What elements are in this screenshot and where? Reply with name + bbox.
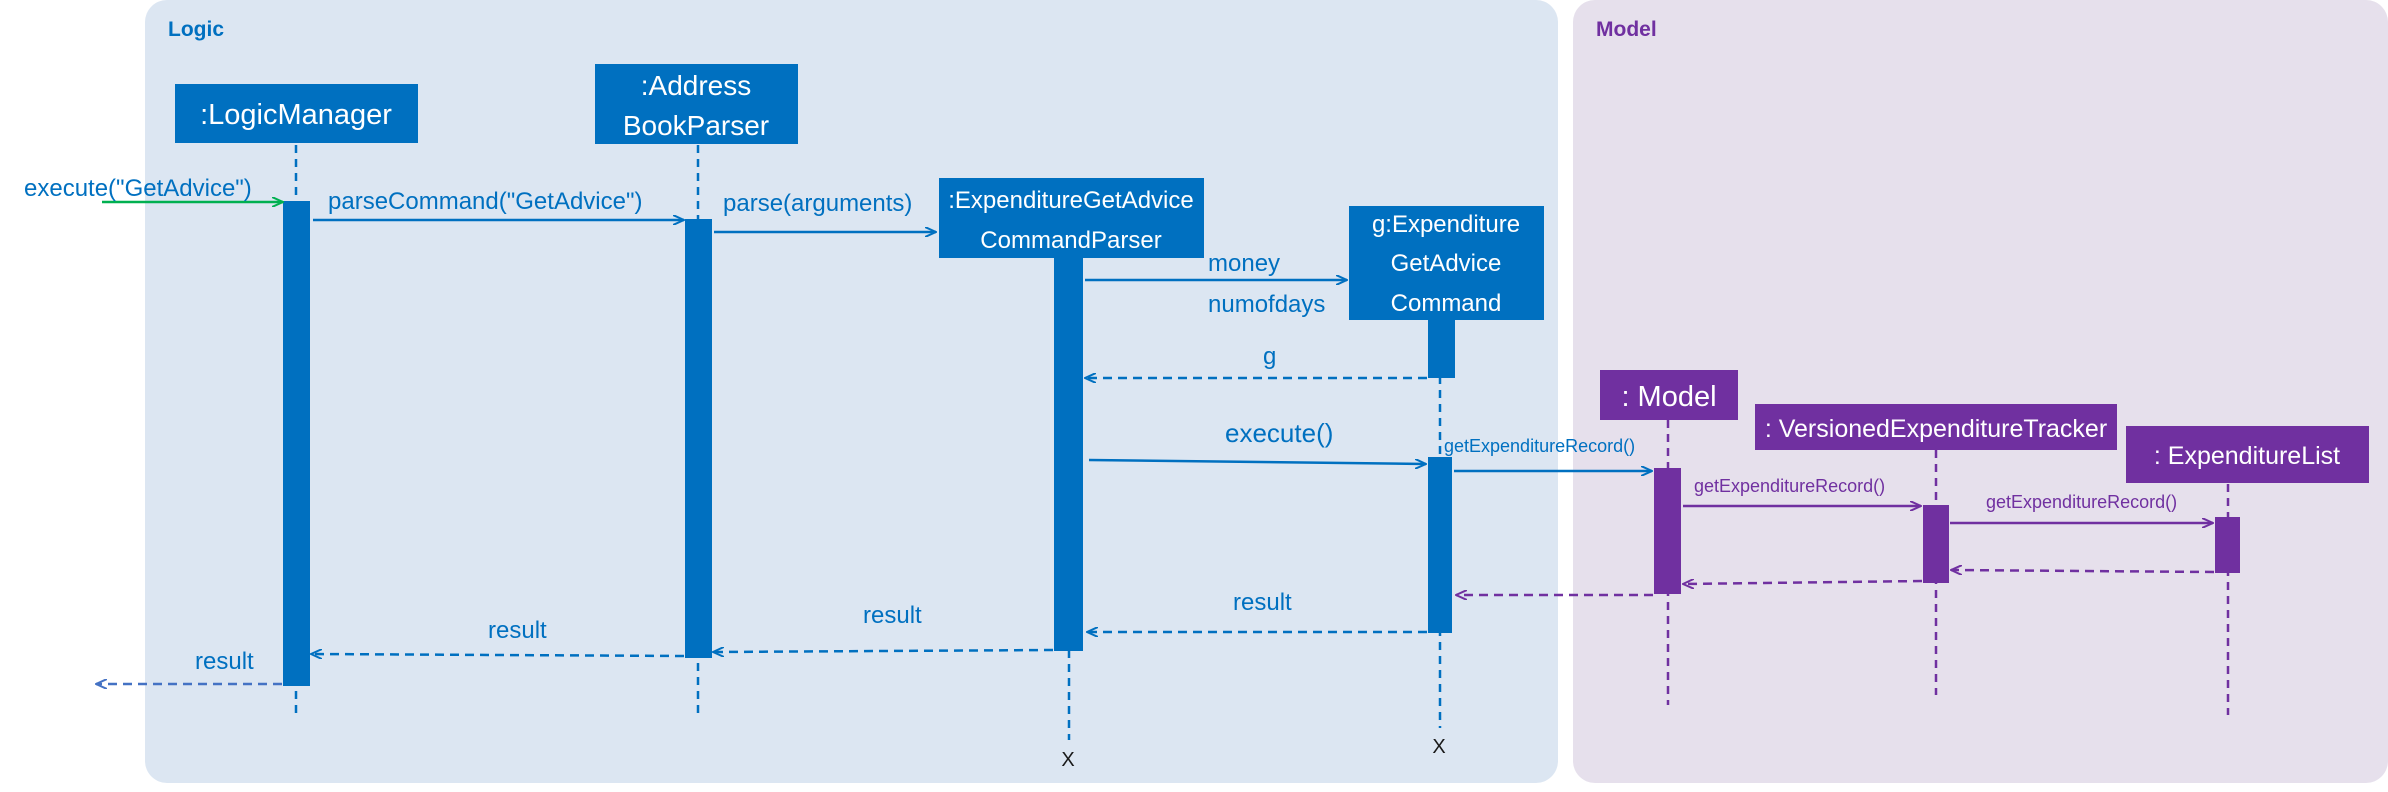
message-result-from-command-label: result [1233,589,1292,616]
message-result-out-label: result [195,648,254,675]
activation-versioned-expenditure-tracker [1923,505,1949,583]
participant-command-parser-line2: CommandParser [980,227,1161,254]
message-execute-get-advice-label: execute("GetAdvice") [24,175,252,202]
activation-command-parser [1054,258,1083,651]
participant-versioned-expenditure-tracker: : VersionedExpenditureTracker [1755,404,2117,450]
participant-model-label: : Model [1621,381,1716,413]
message-result-to-logic-manager-label: result [488,617,547,644]
message-get-record-to-list-label: getExpenditureRecord() [1986,492,2177,512]
logic-frame [145,0,1558,783]
participant-address-book-parser-line1: :Address [641,70,752,101]
message-execute-label: execute() [1225,418,1333,448]
participant-command-parser-line1: :ExpenditureGetAdvice [948,187,1193,214]
message-create-numofdays-label: numofdays [1208,291,1325,318]
model-frame [1573,0,2388,783]
participant-command-parser: :ExpenditureGetAdvice CommandParser [939,178,1204,258]
message-return-g-label: g [1263,343,1276,370]
message-result-from-parser-label: result [863,602,922,629]
message-create-money-label: money [1208,250,1280,277]
message-parse-arguments-label: parse(arguments) [723,190,912,217]
message-get-record-to-tracker-label: getExpenditureRecord() [1694,476,1885,496]
activation-expenditure-list [2215,517,2240,573]
participant-expenditure-list: : ExpenditureList [2126,426,2369,483]
message-parse-command-label: parseCommand("GetAdvice") [328,188,642,215]
activation-get-advice-command-create [1428,320,1455,378]
participant-get-advice-command-line1: g:Expenditure [1372,211,1520,238]
participant-expenditure-list-label: : ExpenditureList [2154,442,2340,470]
participant-get-advice-command-line3: Command [1391,290,1502,317]
message-execute-arrow [1088,458,1426,464]
participant-address-book-parser-line2: BookParser [623,110,769,141]
activation-model [1654,468,1681,594]
participant-versioned-expenditure-tracker-label: : VersionedExpenditureTracker [1765,415,2107,443]
destroy-mark-get-advice-command: X [1432,736,1445,758]
participant-address-book-parser: :Address BookParser [595,64,798,144]
message-result-to-logic-manager-arrow [311,654,685,656]
destroy-mark-command-parser: X [1061,749,1074,771]
activation-address-book-parser [685,219,712,658]
message-get-record-to-model-label: getExpenditureRecord() [1444,436,1635,456]
activation-get-advice-command-execute [1428,457,1452,633]
participant-logic-manager-label: :LogicManager [200,99,392,131]
participant-model: : Model [1600,370,1738,420]
message-return-tracker-to-model-arrow [1683,581,1923,584]
activation-logic-manager [283,201,310,686]
participant-logic-manager: :LogicManager [175,84,418,143]
participant-get-advice-command-line2: GetAdvice [1391,250,1502,277]
message-result-from-parser-arrow [713,650,1054,652]
model-frame-title: Model [1596,18,1657,41]
participant-get-advice-command: g:Expenditure GetAdvice Command [1349,206,1544,320]
logic-frame-title: Logic [168,18,224,41]
